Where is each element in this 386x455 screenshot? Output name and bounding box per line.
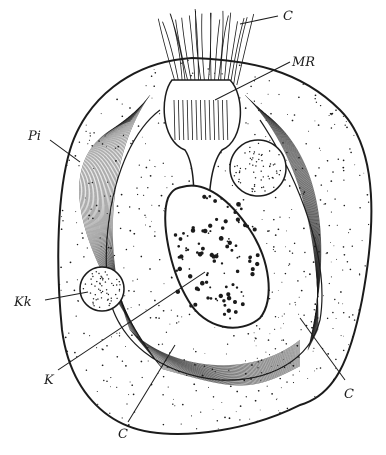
label-k: K: [43, 373, 55, 388]
label-c-top: C: [283, 9, 293, 24]
vacuole-right: [230, 140, 286, 196]
label-c-right: C: [344, 387, 354, 402]
vacuole-left: [80, 267, 124, 311]
label-mr: MR: [291, 55, 315, 70]
leader-c-top: [240, 16, 278, 24]
label-c-bottom: C: [118, 427, 128, 442]
label-kk: Kk: [13, 295, 32, 310]
label-pi: Pi: [27, 129, 41, 144]
